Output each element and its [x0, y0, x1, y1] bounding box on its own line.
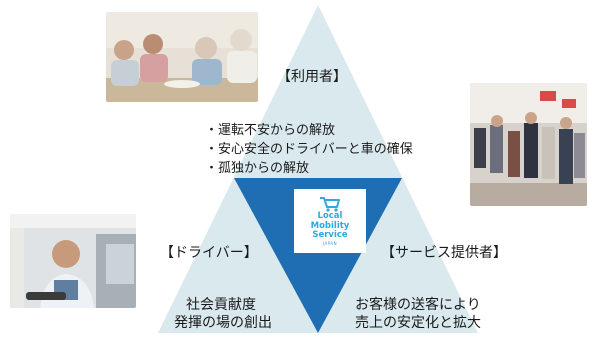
cart-icon	[320, 197, 340, 212]
benefit-item: 安心安全のドライバーと車の確保	[205, 140, 413, 159]
logo-line-3: Service	[312, 230, 348, 241]
provider-line-1: お客様の送客により	[355, 297, 481, 313]
provider-line-2: 売上の安定化と拡大	[355, 315, 481, 331]
driver-line-1: 社会貢献度	[186, 297, 256, 313]
benefit-item: 運転不安からの解放	[205, 121, 413, 140]
logo-line-2: Mobility	[310, 220, 350, 231]
driver-photo	[10, 214, 136, 308]
users-heading: 【利用者】	[277, 69, 347, 85]
logo-line-1: Local	[317, 211, 343, 222]
provider-photo	[470, 83, 587, 206]
users-benefits-list: 運転不安からの解放 安心安全のドライバーと車の確保 孤独からの解放	[205, 121, 413, 178]
users-photo	[106, 12, 258, 102]
provider-heading: 【サービス提供者】	[381, 245, 507, 261]
logo-subtitle: JAPAN	[322, 240, 338, 246]
driver-line-2: 発揮の場の創出	[174, 315, 272, 331]
driver-heading: 【ドライバー】	[160, 245, 258, 261]
benefit-item: 孤独からの解放	[205, 159, 413, 178]
service-logo: Local Mobility Service JAPAN	[294, 189, 366, 253]
